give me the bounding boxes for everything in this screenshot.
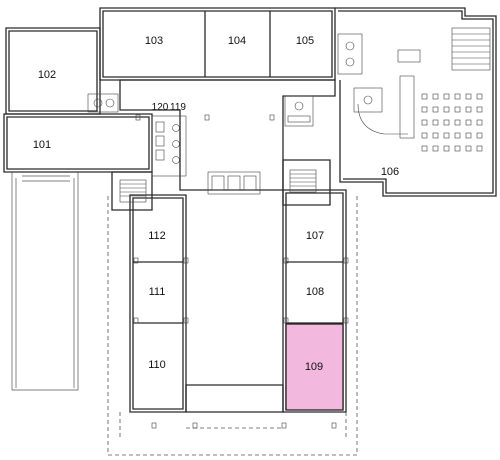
cafe-table-icon: [465, 132, 472, 139]
cafe-table-icon: [476, 106, 483, 113]
cafe-table-icon: [465, 119, 472, 126]
cafe-table-icon: [443, 106, 450, 113]
cafe-table-icon: [476, 132, 483, 139]
marker-icon: [135, 114, 141, 121]
room-112[interactable]: 112: [134, 199, 182, 261]
room-107-label: 107: [306, 230, 324, 242]
stair-west: [119, 179, 147, 203]
room-103-label: 103: [145, 35, 163, 47]
cafe-table-icon: [454, 145, 461, 152]
room-101-label: 101: [33, 139, 51, 151]
cafe-table-icon: [432, 145, 439, 152]
cafe-table-icon: [454, 132, 461, 139]
marker-icon: [192, 422, 198, 429]
room-103[interactable]: 103: [104, 12, 204, 76]
marker-icon: [283, 257, 289, 264]
cafe-table-icon: [476, 93, 483, 100]
marker-icon: [151, 422, 157, 429]
cafe-table-icon: [432, 106, 439, 113]
room-102-label: 102: [38, 69, 56, 81]
room-111-label: 111: [149, 286, 166, 298]
room-111[interactable]: 111: [134, 263, 182, 322]
room-105[interactable]: 105: [271, 12, 331, 76]
marker-icon: [281, 422, 287, 429]
marker-icon: [133, 317, 139, 324]
marker-icon: [283, 317, 289, 324]
marker-icon: [183, 317, 189, 324]
cafe-table-icon: [454, 106, 461, 113]
marker-icon: [133, 257, 139, 264]
room-102[interactable]: 102: [10, 32, 96, 110]
cafe-table-icon: [421, 93, 428, 100]
stair-east: [289, 169, 317, 193]
restrooms-center: [284, 95, 314, 127]
cafe-table-icon: [454, 93, 461, 100]
cafe-table-icon: [432, 119, 439, 126]
room-120-label: 120: [152, 102, 169, 113]
marker-icon: [343, 257, 349, 264]
cafe-table-icon: [432, 132, 439, 139]
cafe-table-icon: [476, 119, 483, 126]
cafe-table-icon: [421, 119, 428, 126]
cafe-table-icon: [443, 93, 450, 100]
room-119[interactable]: 119: [169, 98, 187, 114]
marker-icon: [331, 422, 337, 429]
room-104[interactable]: 104: [206, 12, 269, 76]
cafe-seating: [357, 75, 483, 152]
stair-northeast: [451, 27, 491, 71]
room-119-label: 119: [170, 102, 186, 113]
room-104-label: 104: [228, 35, 246, 47]
room-108[interactable]: 108: [287, 263, 342, 322]
cafe-table-icon: [432, 93, 439, 100]
cafe-table-icon: [421, 132, 428, 139]
room-108-label: 108: [306, 286, 324, 298]
room-109-label: 109: [305, 361, 323, 373]
site-outline: [107, 196, 358, 456]
room-112-label: 112: [148, 230, 166, 242]
markers: [133, 114, 349, 429]
central-kiosk: [207, 171, 261, 195]
cafe-table-icon: [421, 145, 428, 152]
restrooms-north: [337, 33, 421, 113]
cafe-table-icon: [465, 93, 472, 100]
room-120[interactable]: 120: [150, 98, 169, 114]
room-107[interactable]: 107: [287, 194, 342, 261]
room-110[interactable]: 110: [134, 324, 182, 408]
marker-icon: [269, 114, 275, 121]
cafe-table-icon: [454, 119, 461, 126]
marker-icon: [343, 317, 349, 324]
room-105-label: 105: [296, 35, 314, 47]
cafe-table-icon: [465, 145, 472, 152]
cafe-table-icon: [476, 145, 483, 152]
cafe-table-icon: [443, 145, 450, 152]
marker-icon: [183, 257, 189, 264]
marker-icon: [204, 114, 210, 121]
room-110-label: 110: [148, 359, 166, 371]
room-106-label: 106: [381, 166, 399, 178]
cafe-table-icon: [443, 119, 450, 126]
room-101[interactable]: 101: [8, 118, 148, 168]
cafe-table-icon: [443, 132, 450, 139]
restrooms-west: [87, 93, 187, 177]
cafe-table-icon: [421, 106, 428, 113]
west-canopy: [11, 172, 79, 391]
cafe-table-icon: [465, 106, 472, 113]
room-106[interactable]: 106: [344, 80, 492, 192]
room-109[interactable]: 109: [285, 323, 344, 411]
